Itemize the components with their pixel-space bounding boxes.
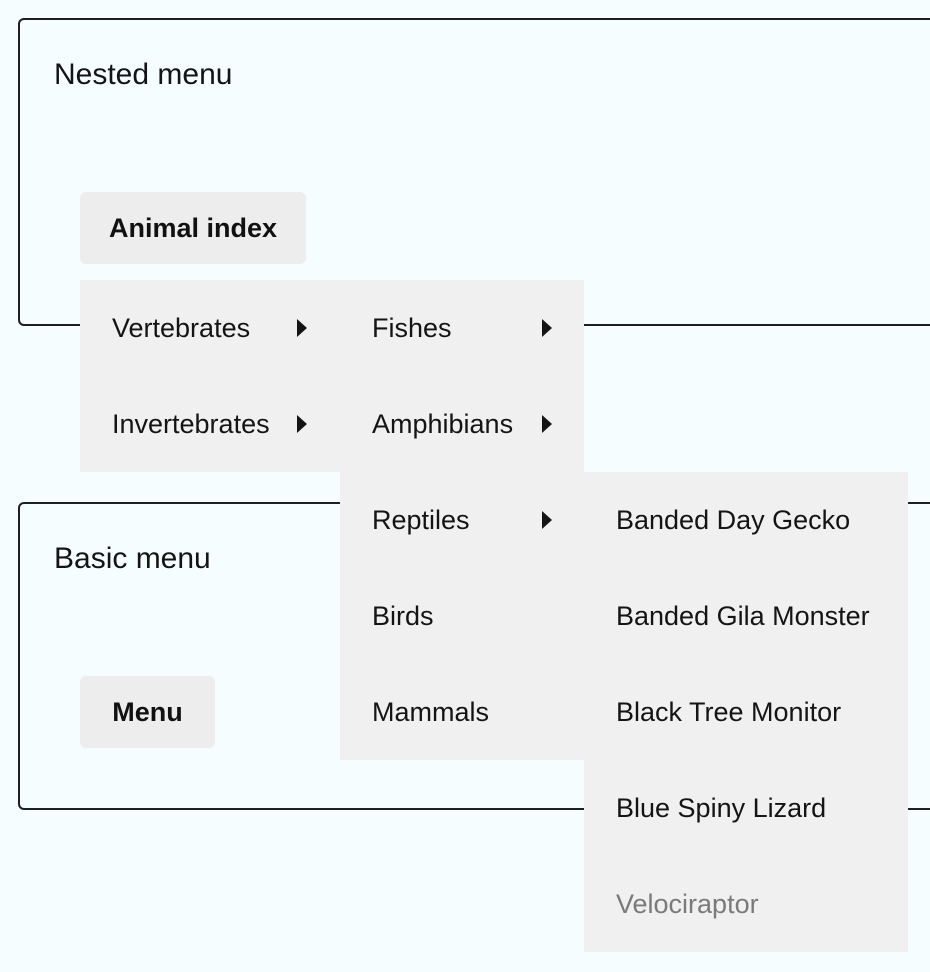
menu-item-blue-spiny-lizard[interactable]: Blue Spiny Lizard <box>584 760 908 856</box>
menu-item-fishes[interactable]: Fishes <box>340 280 584 376</box>
nested-menu-title: Nested menu <box>54 58 233 91</box>
menu-item-mammals[interactable]: Mammals <box>340 664 584 760</box>
menu-button[interactable]: Menu <box>80 676 215 748</box>
menu-item-label: Banded Day Gecko <box>616 504 851 535</box>
menu-item-label: Banded Gila Monster <box>616 600 870 631</box>
menu-item-label: Reptiles <box>372 504 470 535</box>
menu-item-label: Amphibians <box>372 408 514 439</box>
caret-right-icon <box>542 319 552 337</box>
caret-right-icon <box>542 511 552 529</box>
menu-level-3: Banded Day Gecko Banded Gila Monster Bla… <box>584 472 908 952</box>
menu-item-label: Black Tree Monitor <box>616 696 842 727</box>
menu-item-label: Birds <box>372 600 434 631</box>
menu-item-banded-day-gecko[interactable]: Banded Day Gecko <box>584 472 908 568</box>
menu-item-label: Velociraptor <box>616 888 759 919</box>
menu-item-birds[interactable]: Birds <box>340 568 584 664</box>
menu-item-label: Mammals <box>372 696 490 727</box>
menu-item-label: Fishes <box>372 312 452 343</box>
menu-item-banded-gila-monster[interactable]: Banded Gila Monster <box>584 568 908 664</box>
menu-item-black-tree-monitor[interactable]: Black Tree Monitor <box>584 664 908 760</box>
caret-right-icon <box>542 415 552 433</box>
menu-item-amphibians[interactable]: Amphibians <box>340 376 584 472</box>
menu-level-2: Fishes Amphibians Reptiles Birds Mammals <box>340 280 584 760</box>
menu-level-1: Vertebrates Invertebrates <box>80 280 342 472</box>
menu-item-vertebrates[interactable]: Vertebrates <box>80 280 342 376</box>
caret-right-icon <box>297 415 307 433</box>
menu-item-invertebrates[interactable]: Invertebrates <box>80 376 342 472</box>
menu-item-reptiles[interactable]: Reptiles <box>340 472 584 568</box>
basic-menu-title: Basic menu <box>54 542 211 575</box>
menu-item-label: Vertebrates <box>112 312 251 343</box>
menu-item-velociraptor: Velociraptor <box>584 856 908 952</box>
menu-item-label: Blue Spiny Lizard <box>616 792 827 823</box>
menu-item-label: Invertebrates <box>112 408 270 439</box>
caret-right-icon <box>297 319 307 337</box>
animal-index-button[interactable]: Animal index <box>80 192 306 264</box>
